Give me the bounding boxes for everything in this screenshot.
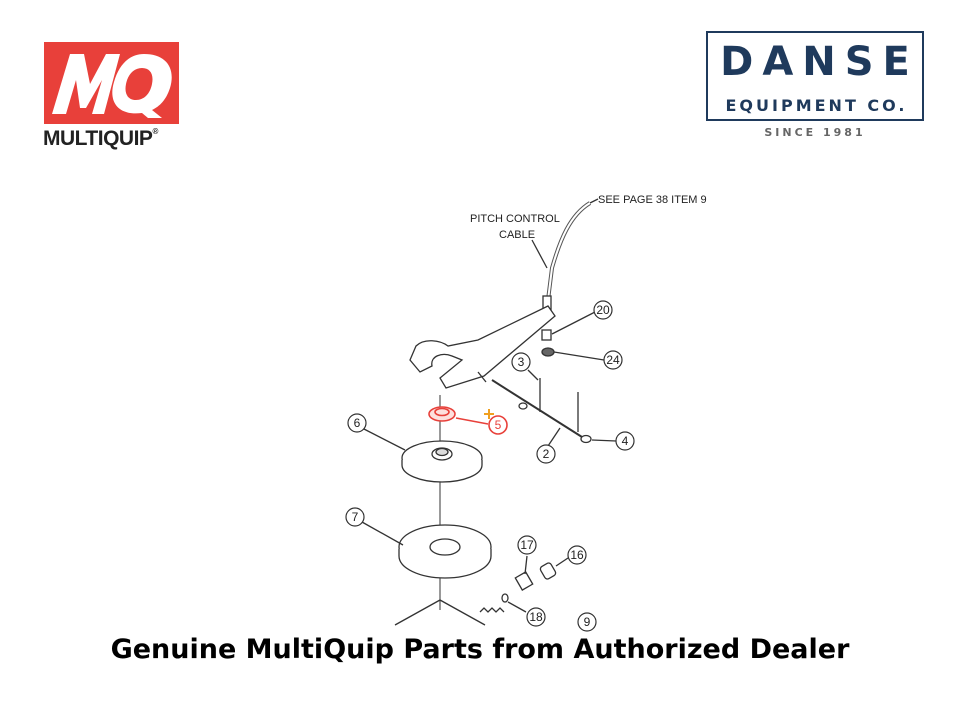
parts-diagram: SEE PAGE 38 ITEM 9 PITCH CONTROL CABLE 2… bbox=[345, 194, 707, 632]
callout-circle-2 bbox=[536, 444, 556, 464]
callout-6: 6 bbox=[354, 416, 361, 430]
callout-3: 3 bbox=[518, 355, 525, 369]
multiquip-logo bbox=[44, 42, 179, 124]
pitch-control-label-line1: PITCH CONTROL bbox=[470, 213, 560, 225]
callout-16: 16 bbox=[570, 548, 584, 562]
multiquip-logo-m bbox=[52, 54, 120, 114]
cable-label-leader bbox=[531, 239, 548, 269]
part-washer-a bbox=[518, 402, 528, 410]
part-5-highlight bbox=[428, 406, 508, 435]
cursor-crosshair bbox=[484, 409, 494, 419]
part-20-bolt bbox=[541, 329, 552, 341]
caption: Genuine MultiQuip Parts from Authorized … bbox=[110, 634, 850, 665]
callout-circle-17 bbox=[517, 535, 537, 555]
callout-20: 20 bbox=[596, 303, 610, 317]
callout-circle-4 bbox=[615, 431, 635, 451]
callout-circle-16 bbox=[567, 545, 587, 565]
see-page-label: SEE PAGE 38 ITEM 9 bbox=[598, 194, 707, 206]
callout-circle-3 bbox=[511, 352, 531, 372]
part-16-cap bbox=[539, 562, 557, 580]
callout-9: 9 bbox=[584, 615, 591, 629]
part-4-washer bbox=[580, 434, 592, 444]
callout-circle-9 bbox=[577, 612, 597, 632]
callout-7: 7 bbox=[352, 510, 359, 524]
pitch-control-lever bbox=[409, 305, 556, 389]
pitch-control-label-line2: CABLE bbox=[499, 229, 535, 241]
danse-logo: DANSE EQUIPMENT CO. bbox=[706, 31, 924, 121]
callout-circle-7 bbox=[345, 507, 365, 527]
callout-circle-6 bbox=[347, 413, 367, 433]
danse-logo-subtitle: EQUIPMENT CO. bbox=[725, 96, 908, 115]
part-2-rod bbox=[491, 379, 583, 438]
callout-circle-5 bbox=[488, 415, 508, 435]
danse-logo-title: DANSE bbox=[720, 39, 919, 85]
part-17-fitting bbox=[514, 571, 534, 591]
see-page-leader bbox=[589, 198, 599, 204]
part-18-spring bbox=[479, 607, 505, 613]
callout-circle-20 bbox=[593, 300, 613, 320]
callout-17: 17 bbox=[520, 538, 534, 552]
callout-2: 2 bbox=[543, 447, 550, 461]
callout-5: 5 bbox=[495, 418, 502, 432]
multiquip-logo-q bbox=[112, 54, 172, 118]
callout-24: 24 bbox=[606, 353, 620, 367]
callout-18: 18 bbox=[529, 610, 543, 624]
multiquip-wordmark: MULTIQUIP® bbox=[43, 127, 158, 150]
danse-logo-since: SINCE 1981 bbox=[764, 126, 866, 139]
callout-circle-18 bbox=[526, 607, 546, 627]
part-24-nut bbox=[541, 347, 555, 357]
callout-4: 4 bbox=[622, 434, 629, 448]
callout-circle-24 bbox=[603, 350, 623, 370]
